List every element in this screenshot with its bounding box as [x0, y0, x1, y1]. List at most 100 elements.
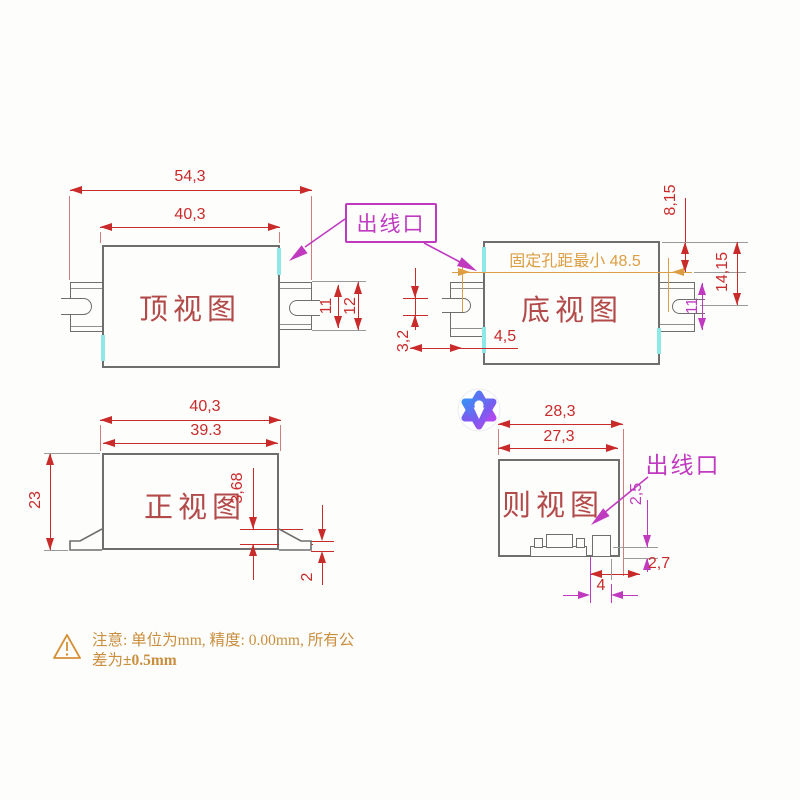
arrowhead — [410, 344, 422, 352]
extension-line — [623, 558, 658, 560]
tab-fold-line — [71, 326, 102, 327]
wire-outlet-port — [592, 535, 611, 557]
arrowhead — [354, 282, 362, 294]
tab-fold-line — [279, 288, 311, 289]
arrowhead — [628, 570, 640, 578]
arrowhead — [681, 242, 689, 254]
dimension-line — [623, 595, 638, 597]
dimension-line — [647, 500, 649, 547]
extension-line — [100, 425, 102, 451]
highlight-mark — [482, 247, 486, 273]
arrowhead — [334, 316, 342, 328]
dimension-line — [452, 272, 692, 274]
extension-line — [700, 305, 748, 307]
arrowhead — [249, 544, 257, 556]
note-text-line2: 差为±0.5mm — [92, 648, 177, 670]
dimension-line — [563, 595, 578, 597]
highlight-mark — [657, 328, 661, 354]
dimension-label: 54,3 — [174, 168, 206, 185]
extension-line — [44, 550, 68, 552]
dimension-line — [737, 242, 739, 305]
extension-line — [240, 544, 313, 546]
tab-fold-line — [451, 288, 484, 289]
arrowhead — [70, 186, 82, 194]
arrowhead — [606, 444, 618, 452]
connector-block — [546, 534, 573, 548]
arrowhead — [269, 416, 281, 424]
dimension-line — [685, 198, 687, 272]
extension-line — [590, 557, 592, 603]
arrowhead — [643, 535, 651, 547]
extension-line — [498, 429, 500, 455]
arrowhead — [681, 260, 689, 272]
extension-line — [403, 298, 428, 300]
extension-line — [44, 453, 100, 455]
mounting-slot — [442, 298, 471, 313]
extension-line — [240, 529, 303, 531]
wire-outlet-side-label: 出线口 — [645, 452, 721, 478]
arrowhead — [46, 538, 54, 550]
dimension-line — [100, 227, 280, 229]
extension-line — [312, 330, 366, 332]
dimension-line — [70, 190, 312, 192]
tab-fold-line — [659, 324, 694, 325]
extension-line — [403, 315, 428, 317]
wire-outlet-label: 出线口 — [356, 213, 426, 236]
extension-line — [312, 281, 366, 283]
highlight-mark — [277, 248, 281, 275]
arrowhead — [498, 420, 510, 428]
dimension-label: 11 — [318, 297, 335, 315]
dimension-label: 4,5 — [493, 328, 517, 345]
mounting-slot — [672, 299, 705, 314]
arrowhead — [318, 529, 326, 541]
arrowhead — [611, 420, 623, 428]
note-text-line2-prefix: 差为 — [92, 652, 124, 669]
extension-line — [623, 429, 625, 576]
mounting-slot — [61, 298, 92, 315]
arrowhead — [354, 318, 362, 330]
dimension-line — [498, 448, 618, 450]
front-view-left-wing — [69, 528, 103, 551]
tab-fold-line — [279, 324, 311, 325]
wire-outlet-leader-right — [423, 242, 477, 271]
dimension-line — [50, 453, 52, 550]
arrowhead — [334, 285, 342, 297]
arrowhead — [578, 591, 590, 599]
arrowhead — [733, 242, 741, 254]
hole-distance-note: 固定孔距最小 48.5 — [509, 253, 641, 270]
front-view-body — [102, 453, 279, 550]
arrowhead — [266, 439, 278, 447]
connector-pin — [576, 538, 585, 548]
dimension-line — [702, 283, 704, 330]
dimension-label: 40,3 — [189, 398, 221, 415]
extension-line — [611, 559, 613, 580]
arrowhead — [300, 186, 312, 194]
arrowhead — [450, 344, 462, 352]
dimension-label: 39.3 — [190, 422, 222, 439]
arrowhead — [100, 223, 112, 231]
dimension-label: 11 — [684, 297, 701, 315]
extension-line — [613, 547, 658, 549]
arrowhead — [411, 315, 419, 327]
pen-star-badge-icon — [457, 388, 501, 432]
dimension-label: 8,15 — [662, 184, 679, 216]
top-view-body — [102, 245, 280, 368]
arrowhead — [698, 283, 706, 295]
dimension-line — [103, 443, 278, 445]
note-text-line1: 注意: 单位为mm, 精度: 0.00mm, 所有公 — [92, 632, 355, 649]
wire-outlet-callout-box: 出线口 — [345, 203, 437, 243]
dimension-line — [253, 468, 255, 529]
extension-line — [100, 232, 102, 243]
extension-line — [279, 232, 281, 243]
highlight-mark — [101, 335, 105, 361]
tab-fold-line — [71, 288, 102, 289]
dimension-label: 3,68 — [229, 472, 246, 504]
dimension-line — [590, 574, 640, 576]
dimension-line — [358, 282, 360, 330]
dimension-label: 40,3 — [174, 206, 206, 223]
arrowhead — [590, 570, 602, 578]
arrowhead — [498, 444, 510, 452]
dimension-label: 23 — [27, 491, 44, 509]
